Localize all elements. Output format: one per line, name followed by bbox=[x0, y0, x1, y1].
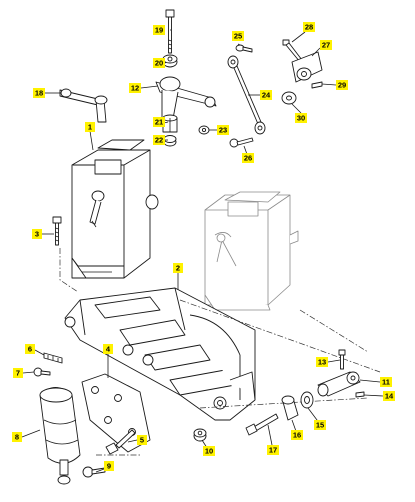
callout-9-label: 9 bbox=[107, 462, 111, 471]
nut-23 bbox=[198, 125, 210, 135]
clamp-21 bbox=[162, 114, 178, 133]
bolt-5 bbox=[105, 429, 136, 455]
callout-7: 7 bbox=[13, 368, 23, 378]
callout-28: 28 bbox=[303, 22, 315, 32]
callout-9: 9 bbox=[104, 461, 114, 471]
bolt-9 bbox=[82, 466, 106, 478]
callout-21-label: 21 bbox=[155, 118, 163, 127]
callout-6-label: 6 bbox=[28, 345, 32, 354]
pin-29 bbox=[311, 81, 323, 89]
rod-24 bbox=[227, 55, 266, 135]
callout-6: 6 bbox=[25, 344, 35, 354]
callout-29-label: 29 bbox=[338, 81, 346, 90]
callout-27-label: 27 bbox=[322, 41, 330, 50]
callout-1-label: 1 bbox=[88, 123, 92, 132]
callout-10: 10 bbox=[203, 446, 215, 456]
shock-absorber-8 bbox=[39, 387, 81, 485]
bolt-13 bbox=[338, 349, 346, 370]
bolt-3 bbox=[52, 216, 62, 246]
callout-12: 12 bbox=[129, 83, 141, 93]
callout-8: 8 bbox=[12, 432, 22, 442]
callout-22-label: 22 bbox=[155, 136, 163, 145]
callout-13: 13 bbox=[316, 357, 328, 367]
callout-26-label: 26 bbox=[244, 154, 252, 163]
ghost-gearbox bbox=[204, 191, 299, 311]
nut-20 bbox=[162, 54, 178, 68]
callout-12-label: 12 bbox=[131, 84, 139, 93]
nut-22 bbox=[163, 135, 177, 147]
bracket-18 bbox=[59, 88, 108, 123]
callout-4-label: 4 bbox=[106, 345, 111, 354]
callout-17-label: 17 bbox=[269, 446, 277, 455]
mounting-frame-2 bbox=[64, 287, 256, 421]
callout-28-label: 28 bbox=[305, 23, 313, 32]
pin-14 bbox=[355, 391, 365, 398]
guide-line bbox=[299, 309, 369, 353]
guide-line bbox=[179, 299, 381, 373]
callout-25: 25 bbox=[232, 31, 244, 41]
bushing-30 bbox=[281, 91, 297, 105]
clip-6 bbox=[43, 352, 63, 364]
callout-21: 21 bbox=[153, 117, 165, 127]
callout-23: 23 bbox=[217, 125, 229, 135]
callout-27: 27 bbox=[320, 40, 332, 50]
callout-4: 4 bbox=[103, 344, 113, 354]
callout-2: 2 bbox=[173, 263, 183, 273]
callout-29: 29 bbox=[336, 80, 348, 90]
clamp-27 bbox=[291, 51, 323, 83]
callout-30-label: 30 bbox=[297, 114, 305, 123]
callout-22: 22 bbox=[153, 135, 165, 145]
callout-14: 14 bbox=[383, 391, 395, 401]
bolt-26 bbox=[229, 137, 254, 148]
callout-20: 20 bbox=[153, 58, 165, 68]
callout-23-label: 23 bbox=[219, 126, 227, 135]
callout-16: 16 bbox=[291, 430, 303, 440]
bushing-16 bbox=[281, 395, 299, 421]
callout-30: 30 bbox=[295, 113, 307, 123]
callout-18: 18 bbox=[33, 88, 45, 98]
callout-15-label: 15 bbox=[316, 421, 324, 430]
callout-2-label: 2 bbox=[176, 264, 180, 273]
nut-10 bbox=[193, 428, 207, 442]
guide-line bbox=[59, 248, 79, 293]
lever-11 bbox=[317, 371, 361, 397]
callout-13-label: 13 bbox=[318, 358, 326, 367]
callout-5: 5 bbox=[137, 435, 147, 445]
bolt-17 bbox=[245, 413, 279, 436]
callout-7-label: 7 bbox=[16, 369, 20, 378]
callout-3-label: 3 bbox=[35, 230, 39, 239]
callout-11: 11 bbox=[380, 377, 392, 387]
callout-8-label: 8 bbox=[15, 433, 19, 442]
callout-11-label: 11 bbox=[382, 378, 390, 387]
callout-19: 19 bbox=[153, 25, 165, 35]
callout-19-label: 19 bbox=[155, 26, 163, 35]
callout-1: 1 bbox=[85, 122, 95, 132]
callout-20-label: 20 bbox=[155, 59, 163, 68]
callout-15: 15 bbox=[314, 420, 326, 430]
gearbox-1 bbox=[71, 139, 159, 279]
callout-3: 3 bbox=[32, 229, 42, 239]
callout-10-label: 10 bbox=[205, 447, 213, 456]
callout-5-label: 5 bbox=[140, 436, 144, 445]
washer-15 bbox=[300, 391, 314, 409]
callout-16-label: 16 bbox=[293, 431, 301, 440]
callout-25-label: 25 bbox=[234, 32, 242, 41]
bolt-19 bbox=[165, 9, 175, 54]
callout-24-label: 24 bbox=[262, 91, 271, 100]
bolt-28 bbox=[282, 39, 303, 63]
callout-26: 26 bbox=[242, 153, 254, 163]
screw-25 bbox=[235, 44, 253, 53]
callout-18-label: 18 bbox=[35, 89, 43, 98]
callout-17: 17 bbox=[267, 445, 279, 455]
screw-7 bbox=[33, 367, 51, 377]
callout-24: 24 bbox=[260, 90, 272, 100]
callout-14-label: 14 bbox=[385, 392, 394, 401]
